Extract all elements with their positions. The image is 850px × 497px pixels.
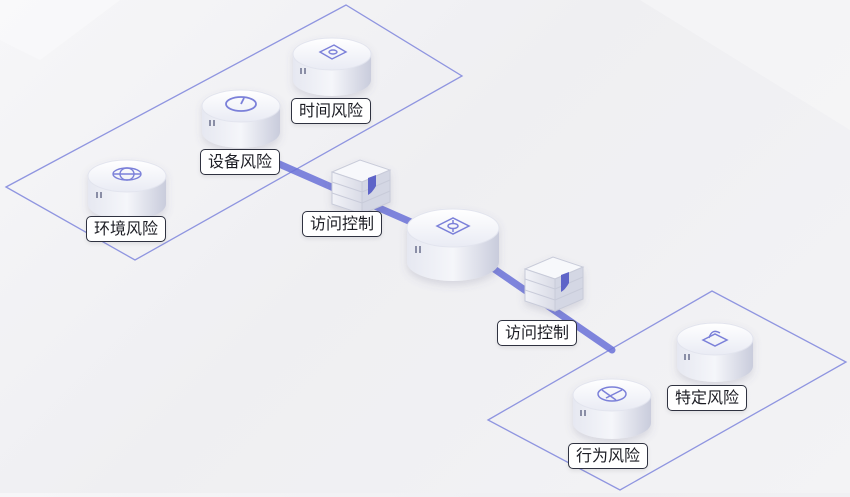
background-facet <box>0 0 120 60</box>
shield-icon <box>561 272 569 292</box>
hub-node <box>406 208 500 281</box>
firewall-upper <box>330 159 392 215</box>
background-facet <box>640 0 850 130</box>
behavior-risk-label: 行为风险 <box>568 443 649 469</box>
firewall-lower <box>523 256 585 312</box>
lock-icon <box>701 330 729 347</box>
behavior-node <box>572 378 652 439</box>
cloud-window-icon <box>318 44 348 60</box>
specific-risk-label: 特定风险 <box>667 385 748 411</box>
environment-risk-label: 环境风险 <box>86 216 167 242</box>
specific-node <box>676 322 754 382</box>
globe-icon <box>112 167 142 181</box>
target-shield-icon <box>435 217 471 235</box>
device-node <box>201 89 281 148</box>
shield-icon <box>368 175 376 195</box>
time-risk-label: 时间风险 <box>291 98 372 124</box>
access-control-label-2: 访问控制 <box>497 320 578 346</box>
aperture-icon <box>597 386 627 402</box>
clock-icon <box>225 96 257 112</box>
access-control-label-1: 访问控制 <box>302 211 383 237</box>
environment-node <box>87 159 167 220</box>
device-risk-label: 设备风险 <box>200 149 281 175</box>
